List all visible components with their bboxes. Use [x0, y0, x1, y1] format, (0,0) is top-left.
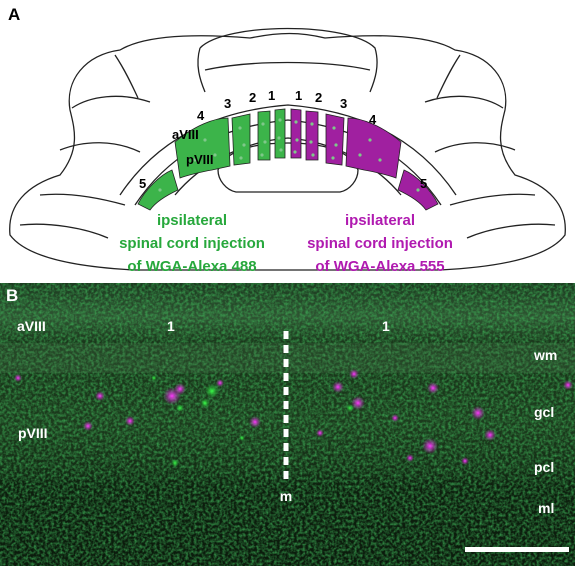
stripe-number-right-4: 4	[369, 112, 377, 127]
magenta-caption-line-3: of WGA-Alexa 555	[315, 258, 444, 275]
panel-a-schematic: A 1 2 3 4 5 1 2 3 4 5 aVIII pVIII ipsila…	[8, 5, 566, 275]
green-caption-line-2: spinal cord injection	[119, 235, 265, 252]
label-pviii: pVIII	[18, 425, 48, 441]
layer-label-ml: ml	[538, 500, 554, 516]
magenta-caption: ipsilateral spinal cord injection of WGA…	[307, 212, 453, 275]
stripe-number-right-2: 2	[315, 90, 322, 105]
layer-label-pcl: pcl	[534, 459, 554, 475]
lobule-label-posterior: pVIII	[186, 152, 213, 167]
green-caption-line-3: of WGA-Alexa 488	[127, 258, 256, 275]
panel-b-micrograph: B aVIII pVIII 1 1 m wm gcl pcl ml	[0, 283, 575, 566]
stripe-label-right: 1	[382, 318, 390, 334]
magenta-labelled-cells	[14, 369, 573, 465]
label-aviii: aVIII	[17, 318, 46, 334]
stripe-number-right-3: 3	[340, 96, 347, 111]
magenta-caption-line-2: spinal cord injection	[307, 235, 453, 252]
panel-b-letter: B	[6, 286, 18, 305]
stripe-number-left-2: 2	[249, 90, 256, 105]
tissue-texture	[0, 283, 575, 566]
green-caption: ipsilateral spinal cord injection of WGA…	[119, 212, 265, 275]
layer-label-wm: wm	[533, 347, 557, 363]
midline-label: m	[280, 488, 292, 504]
stripe-number-left-3: 3	[224, 96, 231, 111]
stripe-number-right-5: 5	[420, 176, 427, 191]
green-caption-line-1: ipsilateral	[157, 212, 227, 229]
green-stripes	[137, 108, 286, 211]
magenta-caption-line-1: ipsilateral	[345, 212, 415, 229]
panel-a-letter: A	[8, 5, 20, 24]
stripe-number-right-1: 1	[295, 88, 302, 103]
stripe-number-left-5: 5	[139, 176, 146, 191]
fluorescence-micrograph: B aVIII pVIII 1 1 m wm gcl pcl ml	[0, 283, 575, 566]
layer-label-gcl: gcl	[534, 404, 554, 420]
green-labelled-cells	[151, 375, 354, 467]
cerebellum-outline	[9, 27, 566, 271]
magenta-stripes	[290, 108, 439, 211]
stripe-number-left-4: 4	[197, 108, 205, 123]
tracer-dots	[158, 118, 420, 192]
stripe-number-left-1: 1	[268, 88, 275, 103]
cerebellum-schematic: A 1 2 3 4 5 1 2 3 4 5 aVIII pVIII ipsila…	[8, 5, 566, 275]
scale-bar	[465, 547, 569, 552]
stripe-label-left: 1	[167, 318, 175, 334]
lobule-label-anterior: aVIII	[172, 127, 199, 142]
